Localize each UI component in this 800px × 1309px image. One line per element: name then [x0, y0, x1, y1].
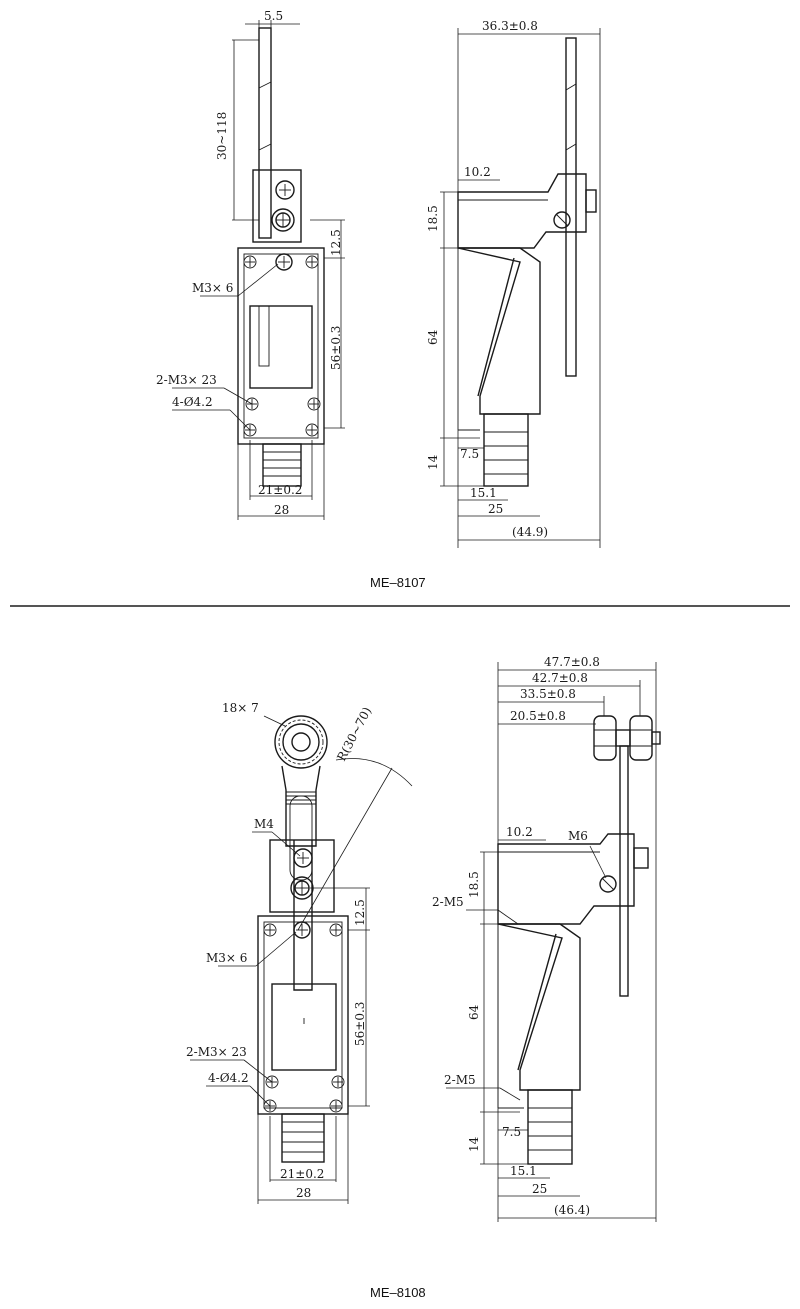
model-caption-bottom: ME–8108: [370, 1285, 426, 1300]
dim-14-b: 14: [467, 1136, 481, 1152]
dim-36-3: 36.3±0.8: [482, 19, 538, 33]
body-side-b: [497, 923, 581, 1091]
dim-7-5-b: 7.5: [502, 1125, 521, 1139]
dim-28: 28: [274, 503, 289, 517]
label-m4: M4: [254, 817, 274, 831]
dim-10-2-b: 10.2: [506, 825, 533, 839]
label-2m3x23: 2-M3× 23: [156, 373, 217, 387]
label-m3x6: M3× 6: [192, 281, 233, 295]
me8107-front-view: 5.5 30~118 12.5 M3× 6 56±0.3 2-M3× 23 4-…: [156, 9, 345, 520]
dim-25-b: 25: [532, 1182, 547, 1196]
me8108-side-view: 47.7±0.8 42.7±0.8 33.5±0.8 20.5±0.8 10.2…: [432, 655, 661, 1222]
label-roller: 18× 7: [222, 701, 259, 715]
dim-12-5: 12.5: [329, 229, 343, 256]
dim-64-b: 64: [467, 1004, 481, 1020]
model-caption-top: ME–8107: [370, 575, 426, 590]
dim-12-5-b: 12.5: [353, 899, 367, 926]
cable-gland-b: [281, 1113, 325, 1163]
head-side: [457, 173, 587, 249]
label-2m3x23-b: 2-M3× 23: [186, 1045, 247, 1059]
dim-47-7: 47.7±0.8: [544, 655, 600, 669]
label-4-hole-b: 4-Ø4.2: [208, 1071, 249, 1085]
lever-head-block: [252, 169, 302, 243]
label-m3x6-b: M3× 6: [206, 951, 247, 965]
roller: [274, 715, 328, 769]
label-radius: R(30~70): [334, 705, 374, 764]
lever-rod: [258, 27, 272, 239]
label-4-hole: 4-Ø4.2: [172, 395, 213, 409]
label-2m5-b: 2-M5: [444, 1073, 476, 1087]
roller-side-1: [593, 715, 617, 761]
dim-7-5: 7.5: [460, 447, 479, 461]
dim-21: 21±0.2: [258, 483, 302, 497]
label-2m5-a: 2-M5: [432, 895, 464, 909]
dim-25: 25: [488, 502, 503, 516]
dim-5-5: 5.5: [264, 9, 283, 23]
dim-33-5: 33.5±0.8: [520, 687, 576, 701]
me8107-side-view: 36.3±0.8 10.2 18.5 64 7.5 14 15.1 25 (44…: [426, 19, 601, 548]
body-side: [457, 247, 541, 415]
dim-64: 64: [426, 329, 440, 345]
dim-56-b: 56±0.3: [353, 1002, 367, 1046]
cable-gland: [262, 443, 302, 487]
lever-head-block-b: [269, 839, 335, 913]
dim-44-9: (44.9): [512, 525, 548, 539]
dim-28-b: 28: [296, 1186, 311, 1200]
me8108-front-view: 18× 7 R(30~70) M4 12.5 M3× 6 56±0.3 2-M3…: [186, 701, 413, 1204]
switch-body: [237, 247, 325, 445]
dim-20-5: 20.5±0.8: [510, 709, 566, 723]
dim-46-4: (46.4): [554, 1203, 590, 1217]
dim-18-5: 18.5: [426, 205, 440, 232]
dim-10-2: 10.2: [464, 165, 491, 179]
label-m6: M6: [568, 829, 588, 843]
dim-21-b: 21±0.2: [280, 1167, 324, 1181]
lever-rod-side-b: [619, 745, 629, 997]
dim-15-1: 15.1: [470, 486, 497, 500]
dim-30-118: 30~118: [215, 112, 229, 160]
roller-side-2: [629, 715, 653, 761]
dim-14: 14: [426, 454, 440, 470]
gland-side-b: [527, 1089, 573, 1165]
dim-18-5-b: 18.5: [467, 871, 481, 898]
lever-rod-side: [565, 37, 577, 377]
dim-42-7: 42.7±0.8: [532, 671, 588, 685]
dim-15-1-b: 15.1: [510, 1164, 537, 1178]
dim-56: 56±0.3: [329, 326, 343, 370]
gland-side: [483, 413, 529, 487]
